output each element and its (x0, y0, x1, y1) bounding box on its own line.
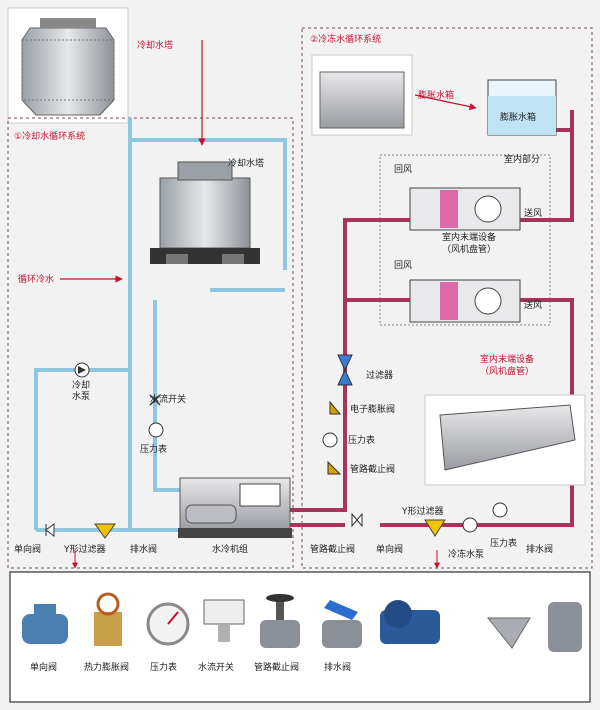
label-indoor-part: 室内部分 (504, 153, 540, 165)
label-terminal2b: （风机盘管） (480, 365, 534, 377)
exp-tank-pointer-arrow (414, 94, 477, 111)
label-tower-main: 冷却水塔 (228, 157, 264, 169)
check-valve-symbol-1 (45, 523, 55, 537)
label-chiller: 水冷机组 (212, 543, 248, 555)
label-stop-valve1: 管路截止阀 (350, 463, 395, 475)
thermal-expansion-valve-icon (94, 592, 122, 646)
label-filter: 过滤器 (366, 369, 393, 381)
component-label-3: 水流开关 (198, 661, 234, 673)
label-supply-air1: 送风 (524, 207, 542, 219)
water-pump-icon (380, 600, 440, 644)
label-gauge3: 压力表 (490, 537, 517, 549)
label-flow-switch: 水流开关 (150, 393, 186, 405)
label-terminal1b: （风机盘管） (442, 243, 496, 255)
label-exp-tank-photo: 膨胀水箱 (418, 89, 454, 101)
component-label-0: 单向阀 (30, 661, 57, 673)
label-sys1: ①冷却水循环系统 (14, 130, 85, 142)
expansion-tank-photo (311, 54, 413, 136)
electronic-expansion-valve-symbol (329, 400, 342, 415)
flow-switch-symbol (149, 394, 161, 406)
label-return-air2: 回风 (394, 260, 412, 271)
label-y-strainer2: Y形过滤器 (401, 505, 444, 517)
globe-valve-icon (260, 594, 300, 648)
label-return-air1: 回风 (394, 164, 412, 175)
y-strainer-icon (486, 617, 531, 649)
cooling-tower-photo (7, 7, 129, 124)
label-pump1: 冷却 (72, 379, 90, 391)
cooling-tower-unit (150, 161, 260, 264)
pressure-gauge-symbol-1 (148, 422, 164, 438)
flow-switch-icon (203, 599, 245, 642)
label-chw-pump: 冷冻水泵 (448, 548, 484, 560)
label-sys2: ②冷冻水循环系统 (310, 33, 381, 45)
watermark: 知乎 @制冷研究学者 (430, 683, 551, 699)
fan-coil-photo (424, 394, 586, 486)
label-supply-air2: 送风 (524, 299, 542, 311)
label-drain1: 排水阀 (130, 543, 157, 555)
fan-coil-unit-1 (409, 187, 521, 231)
label-gauge2: 压力表 (348, 434, 375, 446)
component-label-5: 排水阀 (324, 661, 351, 673)
label-stop-valve2: 管路截止阀 (310, 543, 355, 555)
chilled-pump-symbol (462, 517, 478, 533)
label-drain2: 排水阀 (526, 543, 553, 555)
strainer-housing-icon (548, 602, 582, 652)
label-tower-top: 冷却水塔 (137, 39, 173, 51)
label-pump1b: 水泵 (72, 390, 90, 402)
fan-coil-unit-2 (409, 279, 521, 323)
label-gauge1: 压力表 (140, 443, 167, 455)
cooling-water-system-border (7, 117, 294, 569)
label-exp-tank: 膨胀水箱 (500, 111, 536, 123)
chilled-water-system-border (301, 27, 593, 569)
label-e-valve: 电子膨胀阀 (350, 403, 395, 415)
stop-valve-symbol-2 (351, 512, 363, 528)
drain-valve-icon (322, 600, 362, 648)
label-y-strainer1: Y形过滤器 (63, 543, 106, 555)
label-check-valve1: 单向阀 (14, 543, 41, 555)
pressure-gauge-icon (146, 602, 190, 646)
label-terminal1: 室内末端设备 (442, 231, 496, 243)
component-label-4: 管路截止阀 (254, 661, 299, 673)
y-strainer-symbol-1 (94, 523, 116, 539)
expansion-tank (487, 79, 557, 136)
check-valve-icon (22, 604, 68, 644)
component-label-1: 热力膨胀阀 (84, 661, 129, 673)
pressure-gauge-symbol-2 (322, 432, 338, 448)
stop-valve-symbol-1 (327, 460, 342, 475)
label-check-valve2: 单向阀 (376, 543, 403, 555)
indoor-part-border (379, 154, 551, 326)
component-label-2: 压力表 (150, 661, 177, 673)
water-chiller-unit (178, 477, 292, 538)
filter-symbol (337, 354, 353, 386)
label-circ-water: 循环冷水 (18, 273, 54, 285)
y-strainer-symbol-2 (424, 519, 446, 537)
pressure-gauge-symbol-3 (492, 502, 508, 518)
cooling-pump-icon (74, 362, 90, 378)
label-terminal2: 室内末端设备 (480, 353, 534, 365)
